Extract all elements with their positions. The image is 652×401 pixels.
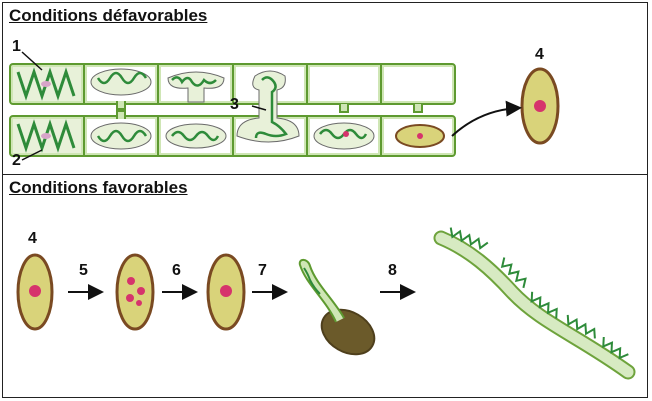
zygospore-released-top <box>520 67 560 145</box>
fusing-cell-lower <box>161 119 230 153</box>
spiral-chloroplast-cell-upper <box>13 67 81 101</box>
release-arrow <box>451 100 522 137</box>
new-filament-stage-8 <box>433 227 636 380</box>
label-1-leader <box>21 51 43 71</box>
fusing-cell-upper <box>161 67 230 103</box>
label-3: 3 <box>230 96 239 113</box>
label-1: 1 <box>12 38 21 55</box>
germinating-zygospore-stage-7 <box>298 258 376 356</box>
label-3-leader <box>251 105 267 111</box>
contracting-cell-lower <box>87 110 155 153</box>
label-4-top: 4 <box>535 46 544 63</box>
label-2: 2 <box>12 152 21 169</box>
zygote-forming-cell <box>310 104 378 153</box>
label-6: 6 <box>172 262 181 279</box>
label-5: 5 <box>79 262 88 279</box>
zygospore-in-filament <box>384 104 452 153</box>
section-title-unfavorable: Conditions défavorables <box>9 6 208 25</box>
section-title-favorable: Conditions favorables <box>9 178 188 197</box>
conjugation-tube-cells <box>236 67 304 153</box>
label-4-bottom: 4 <box>28 230 37 247</box>
zygospore-stage-4 <box>16 253 54 331</box>
label-7: 7 <box>258 262 267 279</box>
spiral-chloroplast-cell-lower <box>13 119 81 153</box>
zygospore-single-nucleus-stage-6 <box>206 253 246 331</box>
favorable-conditions-panel: Conditions favorables <box>2 174 648 398</box>
label-2-leader <box>21 149 43 161</box>
label-8: 8 <box>388 262 397 279</box>
contracting-cell-upper <box>87 67 155 110</box>
zygospore-meiosis-stage-5 <box>115 253 155 331</box>
